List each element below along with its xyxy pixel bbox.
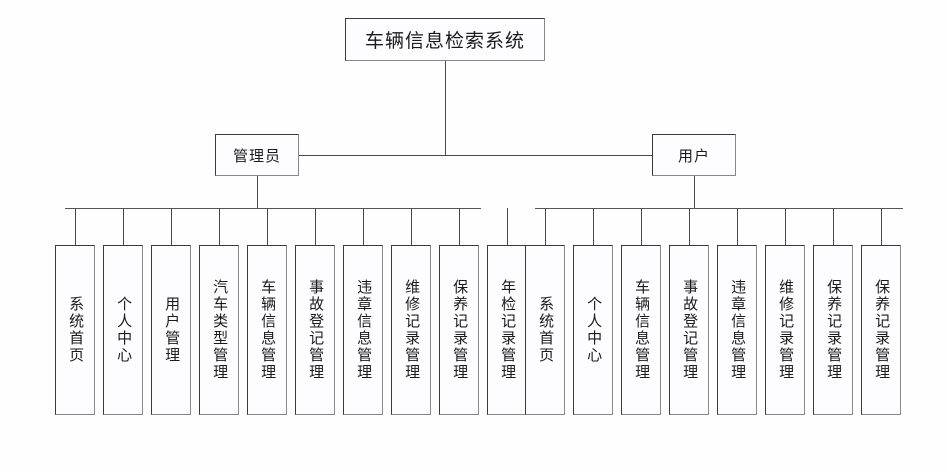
leaf-node-label: 车辆信息管理	[259, 279, 276, 381]
leaf-node-user-2[interactable]: 车辆信息管理	[621, 245, 661, 415]
leaf-node-admin-7[interactable]: 维修记录管理	[391, 245, 431, 415]
connector-admin-leaf-drop	[171, 208, 172, 245]
connector-admin-leaf-drop	[219, 208, 220, 245]
connector-admin-drop	[257, 176, 258, 208]
leaf-node-label: 用户管理	[163, 296, 180, 364]
leaf-node-label: 车辆信息管理	[633, 279, 650, 381]
connector-user-leaf-drop	[785, 208, 786, 245]
leaf-node-label: 系统首页	[67, 296, 84, 364]
leaf-node-label: 保养记录管理	[451, 279, 468, 381]
leaf-node-admin-4[interactable]: 车辆信息管理	[247, 245, 287, 415]
role-node-user-label: 用户	[677, 148, 710, 165]
leaf-node-user-5[interactable]: 维修记录管理	[765, 245, 805, 415]
leaf-node-admin-2[interactable]: 用户管理	[151, 245, 191, 415]
leaf-node-label: 个人中心	[585, 296, 602, 364]
connector-user-leaf-drop	[593, 208, 594, 245]
leaf-node-label: 违章信息管理	[355, 279, 372, 381]
leaf-node-admin-1[interactable]: 个人中心	[103, 245, 143, 415]
leaf-node-label: 违章信息管理	[729, 279, 746, 381]
connector-root-to-roles-vertical	[445, 61, 446, 155]
connector-admin-leaf-drop	[315, 208, 316, 245]
connector-admin-bus	[65, 208, 481, 209]
leaf-node-label: 个人中心	[115, 296, 132, 364]
leaf-node-label: 年检记录管理	[499, 279, 516, 381]
connector-admin-leaf-drop	[459, 208, 460, 245]
connector-user-bus	[535, 208, 903, 209]
leaf-node-admin-9[interactable]: 年检记录管理	[487, 245, 527, 415]
leaf-node-user-1[interactable]: 个人中心	[573, 245, 613, 415]
leaf-node-user-6[interactable]: 保养记录管理	[813, 245, 853, 415]
leaf-node-user-7[interactable]: 保养记录管理	[861, 245, 901, 415]
leaf-node-label: 维修记录管理	[403, 279, 420, 381]
connector-user-leaf-drop	[689, 208, 690, 245]
leaf-node-label: 维修记录管理	[777, 279, 794, 381]
leaf-node-label: 事故登记管理	[681, 279, 698, 381]
connector-admin-leaf-drop	[411, 208, 412, 245]
root-node-label: 车辆信息检索系统	[364, 31, 525, 52]
connector-user-leaf-drop	[737, 208, 738, 245]
leaf-node-admin-3[interactable]: 汽车类型管理	[199, 245, 239, 415]
connector-admin-leaf-drop	[363, 208, 364, 245]
role-node-admin[interactable]: 管理员	[215, 134, 299, 176]
connector-admin-leaf-drop	[507, 208, 508, 245]
connector-user-leaf-drop	[833, 208, 834, 245]
connector-user-leaf-drop	[641, 208, 642, 245]
connector-admin-leaf-drop	[75, 208, 76, 245]
connector-admin-leaf-drop	[123, 208, 124, 245]
leaf-node-label: 汽车类型管理	[211, 279, 228, 381]
leaf-node-user-4[interactable]: 违章信息管理	[717, 245, 757, 415]
leaf-node-label: 系统首页	[537, 296, 554, 364]
role-node-admin-label: 管理员	[232, 148, 281, 165]
leaf-node-admin-0[interactable]: 系统首页	[55, 245, 95, 415]
connector-roles-horizontal	[299, 155, 652, 156]
leaf-node-user-0[interactable]: 系统首页	[525, 245, 565, 415]
connector-admin-leaf-drop	[267, 208, 268, 245]
leaf-node-label: 保养记录管理	[873, 279, 890, 381]
role-node-user[interactable]: 用户	[652, 134, 736, 176]
connector-user-drop	[694, 176, 695, 208]
connector-user-leaf-drop	[545, 208, 546, 245]
leaf-node-user-3[interactable]: 事故登记管理	[669, 245, 709, 415]
connector-user-leaf-drop	[881, 208, 882, 245]
root-node-system[interactable]: 车辆信息检索系统	[345, 18, 545, 61]
leaf-node-admin-5[interactable]: 事故登记管理	[295, 245, 335, 415]
leaf-node-label: 保养记录管理	[825, 279, 842, 381]
leaf-node-admin-6[interactable]: 违章信息管理	[343, 245, 383, 415]
leaf-node-admin-8[interactable]: 保养记录管理	[439, 245, 479, 415]
leaf-node-label: 事故登记管理	[307, 279, 324, 381]
